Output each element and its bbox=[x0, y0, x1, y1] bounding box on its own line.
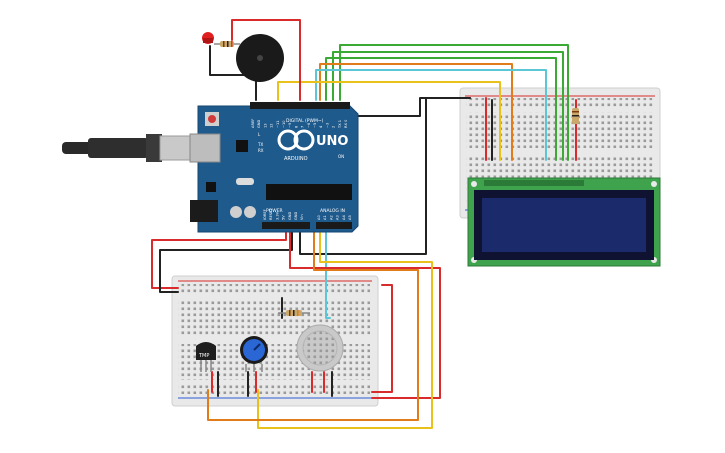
usb-cable-icon bbox=[62, 134, 197, 162]
pin-label: ~9 bbox=[288, 122, 292, 128]
pin-label: Vin bbox=[300, 214, 304, 220]
wire-cyan-a0 bbox=[325, 225, 331, 319]
pin-label: ~5 bbox=[313, 123, 317, 128]
pin-label: A2 bbox=[329, 215, 333, 220]
pin-label: 12 bbox=[270, 123, 274, 128]
wire-green-1 bbox=[339, 44, 569, 161]
pin-label: A5 bbox=[348, 215, 352, 220]
board-model: UNO bbox=[316, 134, 349, 149]
wire-orange-a2 bbox=[207, 225, 419, 421]
pin-label: 3.3V bbox=[275, 211, 279, 220]
pin-label: AREF bbox=[251, 119, 255, 128]
digital-header bbox=[250, 102, 350, 109]
pin-label: RESET bbox=[269, 208, 273, 220]
pin-label: GND bbox=[257, 120, 261, 128]
led-icon bbox=[202, 32, 214, 44]
rx-label: RX bbox=[258, 148, 264, 153]
pin-label: RX 0 bbox=[344, 119, 348, 128]
wire-yellow-a1 bbox=[257, 225, 433, 429]
lcd-screen bbox=[482, 198, 646, 252]
tx-label: TX bbox=[257, 142, 263, 147]
temp-sensor-label: TMP bbox=[198, 353, 209, 359]
wire-black-top bbox=[209, 45, 257, 101]
wire-black-power bbox=[159, 225, 293, 293]
capacitor-1 bbox=[230, 206, 242, 218]
resistor-icon bbox=[278, 310, 310, 316]
small-chip bbox=[236, 140, 248, 152]
pin-label: ~10 bbox=[282, 120, 286, 128]
wire-green-3 bbox=[325, 57, 557, 161]
pin-label: GND bbox=[294, 212, 298, 220]
temperature-sensor-icon: TMP bbox=[196, 342, 216, 372]
pin-label: 7 bbox=[301, 126, 305, 128]
wire-red-top bbox=[231, 19, 301, 101]
analog-header bbox=[316, 222, 352, 229]
pin-label: A1 bbox=[323, 215, 327, 220]
usb-socket bbox=[189, 133, 221, 163]
lcd-icon bbox=[467, 177, 661, 267]
gas-sensor-icon bbox=[296, 324, 344, 372]
wire-green-2 bbox=[332, 51, 564, 161]
pin-label: 13 bbox=[263, 123, 267, 128]
power-header bbox=[262, 222, 310, 229]
pin-label: 2 bbox=[332, 126, 336, 128]
pin-label: 8 bbox=[294, 125, 298, 128]
pin-label: ~3 bbox=[325, 123, 329, 128]
arduino-board: UNO ARDUINO DIGITAL (PWM~) POWER ANALOG … bbox=[189, 102, 359, 233]
wires bbox=[151, 19, 577, 429]
pin-label: A4 bbox=[342, 215, 346, 220]
pin-label: A3 bbox=[336, 215, 340, 220]
l-label: L bbox=[258, 132, 261, 137]
pin-label: TX 1 bbox=[338, 120, 342, 129]
buzzer-icon bbox=[236, 34, 284, 82]
wire-yellow-1 bbox=[277, 81, 501, 161]
crystal bbox=[236, 178, 254, 185]
wire-red-bb-right bbox=[371, 284, 393, 393]
atmega-chip bbox=[266, 184, 352, 200]
analog-label: ANALOG IN bbox=[320, 208, 345, 214]
pin-label: 5V bbox=[282, 215, 286, 220]
regulator bbox=[206, 182, 216, 192]
power-label: POWER bbox=[266, 208, 283, 214]
pin-label: A0 bbox=[317, 215, 321, 220]
digital-label: DIGITAL (PWM~) bbox=[286, 118, 324, 124]
on-label: ON bbox=[338, 154, 344, 159]
lcd-header-pins bbox=[484, 180, 584, 186]
resistor-icon bbox=[214, 41, 240, 47]
wire-black-gnd-long bbox=[299, 97, 471, 255]
potentiometer-icon bbox=[240, 336, 268, 372]
pin-label: ~6 bbox=[307, 122, 311, 128]
power-jack bbox=[190, 200, 218, 222]
pin-label: ~11 bbox=[276, 120, 280, 128]
pin-label: 4 bbox=[319, 125, 323, 128]
board-brand: ARDUINO bbox=[284, 156, 308, 162]
breadboard-bottom bbox=[171, 275, 379, 407]
wire-cyan-1 bbox=[315, 69, 547, 161]
pin-label: IOREF bbox=[263, 209, 267, 220]
resistor-icon bbox=[572, 108, 579, 124]
pin-label: GND bbox=[288, 212, 292, 220]
capacitor-2 bbox=[244, 206, 256, 218]
arduino-logo bbox=[277, 129, 315, 151]
